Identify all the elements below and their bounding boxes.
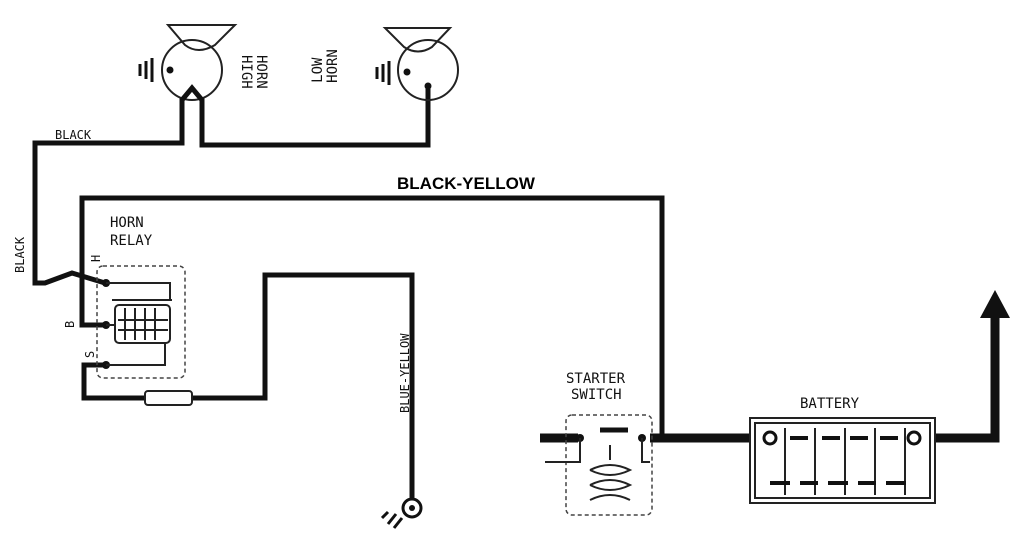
high-horn: HIGH HORN [138,24,269,102]
wires [32,88,1010,505]
low-horn: LOW HORN [310,27,459,101]
black-wire-label-left: BLACK [13,236,27,273]
battery-inner-case [754,422,931,499]
battery-cell-links [770,436,906,485]
relay-coil-leads [106,324,166,366]
relay-contact-arm [106,282,172,301]
high-horn-body [161,39,223,101]
horn-switch-sound-icon [380,510,404,529]
black-wire-label-top: BLACK [55,128,92,142]
horn-switch-contact-center [409,505,415,511]
black-wire [32,98,185,286]
low-horn-center-terminal [424,82,432,90]
blue-yellow-label: BLUE-YELLOW [398,333,412,413]
battery-output-cable [920,310,1000,443]
starter-coil [589,464,633,501]
starter-switch: STARTER SWITCH [545,371,653,516]
low-horn-label: LOW HORN [310,49,341,83]
high-horn-leads [180,84,204,102]
battery-cell-dividers [784,428,906,495]
black-yellow-label: BLACK-YELLOW [397,174,536,193]
low-horn-body [397,39,459,101]
battery: BATTERY [749,396,936,504]
horn-link-wire [199,88,431,148]
low-horn-bell-icon [382,27,453,53]
relay-coil-windings [118,308,168,340]
terminal-b-label: B [63,321,77,328]
horn-relay: HORN RELAY H B S [63,215,186,379]
relay-coil [114,304,171,344]
up-arrow-icon [980,290,1010,318]
horn-relay-label: HORN RELAY [110,215,153,249]
high-horn-label: HIGH HORN [238,55,269,97]
high-horn-sound-icon [138,58,154,82]
terminal-s-label: S [83,351,97,358]
horn-relay-housing [96,265,186,379]
battery-negative-terminal [906,430,922,446]
fuse-icon [144,390,193,406]
low-horn-terminal [403,68,411,76]
horn-switch [380,497,423,529]
high-horn-bell-icon [165,24,238,51]
starter-switch-label: STARTER SWITCH [566,371,633,403]
terminal-h-label: H [89,255,103,262]
battery-case [749,417,936,504]
starter-switch-housing [565,414,653,516]
battery-label: BATTERY [800,396,860,412]
black-yellow-wire [79,195,665,440]
relay-s-wire [81,362,145,401]
battery-positive-terminal [762,430,778,446]
fuse-to-switch-wire [192,272,415,505]
low-horn-sound-icon [375,61,391,85]
high-horn-terminal [166,66,174,74]
starter-leads [545,438,650,463]
